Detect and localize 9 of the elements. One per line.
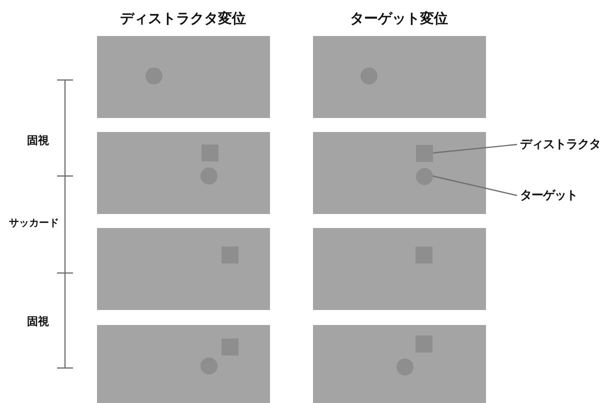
leader-line (432, 144, 518, 154)
column-heading: ターゲット変位 (350, 10, 448, 28)
leader-line (432, 175, 518, 196)
phase-label: 固視 (27, 314, 49, 329)
part-label: ターゲット (520, 187, 578, 204)
phase-label: サッカード (9, 217, 59, 230)
column-heading: ディストラクタ変位 (120, 10, 246, 28)
phase-label: 固視 (27, 133, 49, 148)
part-label: ディストラクタ (520, 136, 600, 153)
